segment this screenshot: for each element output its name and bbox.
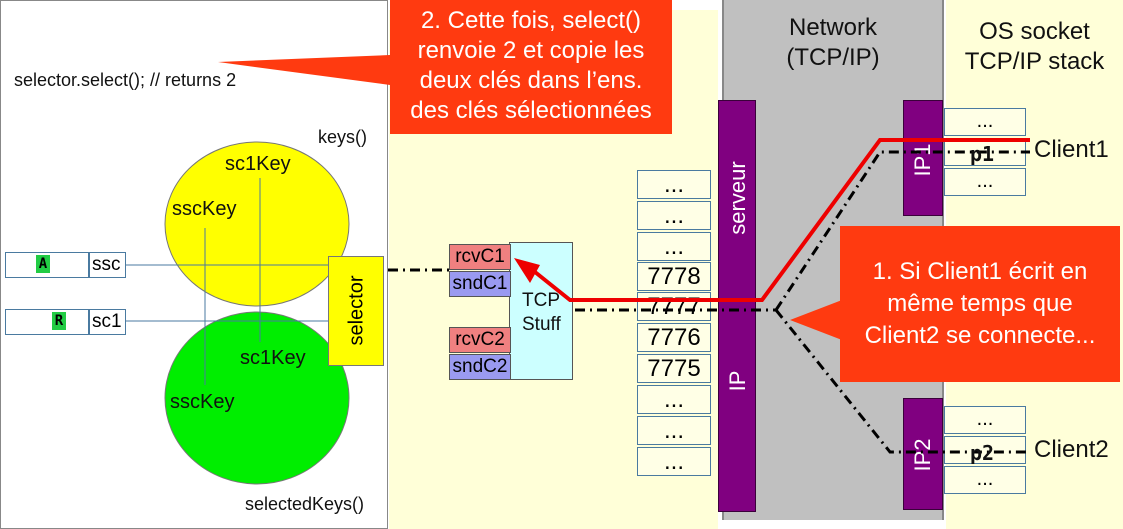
top-callout-line: des clés sélectionnées xyxy=(410,97,652,124)
rcv-c2-buffer: rcvC2 xyxy=(449,327,511,353)
port-cell: ... xyxy=(637,170,711,199)
selected-keys-set-ellipse xyxy=(164,311,350,485)
network-title-2: (TCP/IP) xyxy=(786,44,880,71)
right-callout: 1. Si Client1 écrit en même temps que Cl… xyxy=(840,226,1120,382)
network-title-1: Network xyxy=(788,14,878,41)
client2-name: Client2 xyxy=(1034,436,1109,463)
yellow-ssckey-label: sscKey xyxy=(172,198,237,220)
client2-dashed-path xyxy=(774,309,1030,454)
sc1-label: sc1 xyxy=(92,311,122,332)
port-cell-7776: 7776 xyxy=(637,323,711,352)
client1-name: Client1 xyxy=(1034,136,1109,163)
tcp-stuff-label-1: TCP xyxy=(522,290,560,311)
ip2-box xyxy=(903,398,943,510)
port-cell: ... xyxy=(637,416,711,445)
ssc-name-cell: ssc xyxy=(89,252,126,278)
right-callout-line: Client2 se connecte... xyxy=(864,322,1096,349)
right-callout-line: 1. Si Client1 écrit en xyxy=(872,258,1088,285)
client2-port-cell xyxy=(944,436,1026,464)
client2-cell: ... xyxy=(944,466,1026,494)
green-ssckey-label: sscKey xyxy=(170,391,235,413)
port-cell: ... xyxy=(637,201,711,230)
selector-box: selector xyxy=(328,256,384,366)
top-callout-tail xyxy=(218,55,390,85)
port-cell-7775: 7775 xyxy=(637,354,711,383)
sc1-channel-cell: R xyxy=(5,309,89,335)
port-cell: ... xyxy=(637,232,711,261)
top-callout-line: deux clés dans l’ens. xyxy=(419,67,643,94)
yellow-sc1key-label: sc1Key xyxy=(225,153,291,175)
top-callout-line: renvoie 2 et copie les xyxy=(417,37,645,64)
port-cell-7778: 7778 xyxy=(637,262,711,291)
accept-icon: A xyxy=(36,255,50,273)
top-callout: 2. Cette fois, select() renvoie 2 et cop… xyxy=(390,0,672,134)
os-stack-title-1: OS socket xyxy=(979,18,1090,45)
client2-cell: ... xyxy=(944,406,1026,434)
ssc-channel-cell: A xyxy=(5,252,89,278)
top-callout-line: 2. Cette fois, select() xyxy=(420,7,642,34)
green-sc1key-label: sc1Key xyxy=(240,347,306,369)
client1-cell: ... xyxy=(944,108,1026,136)
client1-port-label: p1 xyxy=(970,142,995,166)
red-data-path xyxy=(528,138,1030,302)
snd-c2-buffer: sndC2 xyxy=(449,354,511,380)
client1-dashed-path xyxy=(774,150,1030,311)
key-sets-diagram xyxy=(126,141,350,485)
snd-c1-buffer: sndC1 xyxy=(449,271,511,297)
port-cell: ... xyxy=(637,447,711,476)
server-bar xyxy=(718,100,756,512)
right-callout-line: même temps que xyxy=(887,290,1073,317)
keys-label: keys() xyxy=(318,127,367,147)
selected-keys-label: selectedKeys() xyxy=(245,494,365,514)
rcv-c1-buffer: rcvC1 xyxy=(449,244,511,270)
client2-port-label: p2 xyxy=(970,441,995,465)
read-icon: R xyxy=(52,312,66,330)
tcp-stuff-label-2: Stuff xyxy=(522,314,561,335)
red-arrow-head xyxy=(514,258,540,283)
client1-cell: ... xyxy=(944,168,1026,196)
code-line: selector.select(); // returns 2 xyxy=(14,70,237,90)
sc1-name-cell: sc1 xyxy=(89,309,126,335)
port-cell: ... xyxy=(637,385,711,414)
right-callout-tail xyxy=(790,300,842,340)
ip1-box xyxy=(903,100,943,216)
os-stack-title-2: TCP/IP stack xyxy=(964,48,1105,75)
ssc-label: ssc xyxy=(92,254,121,275)
port-cell-7777: 7777 xyxy=(637,292,711,321)
